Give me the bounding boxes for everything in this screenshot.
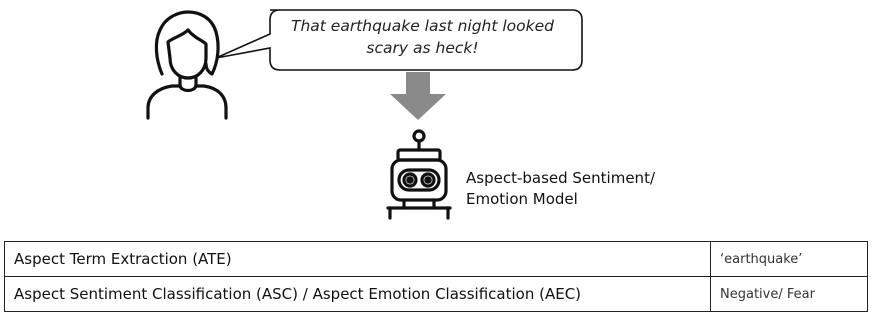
- speech-bubble: [215, 9, 583, 71]
- person-icon: [146, 10, 228, 120]
- speech-text: That earthquake last night looked scary …: [270, 15, 575, 59]
- speech-text-line2: scary as heck!: [366, 39, 479, 57]
- model-label-line2: Emotion Model: [466, 190, 578, 208]
- table-row: Aspect Term Extraction (ATE) ‘earthquake…: [4, 241, 868, 277]
- arrow-down-icon: [390, 72, 446, 120]
- tasks-table: Aspect Term Extraction (ATE) ‘earthquake…: [4, 241, 868, 312]
- model-label: Aspect-based Sentiment/ Emotion Model: [466, 168, 696, 210]
- speech-text-line1: That earthquake last night looked: [290, 17, 554, 35]
- model-label-line1: Aspect-based Sentiment/: [466, 169, 656, 187]
- task-result: Negative/ Fear: [710, 276, 868, 312]
- robot-icon: [386, 129, 452, 220]
- task-name: Aspect Sentiment Classification (ASC) / …: [4, 276, 711, 312]
- table-row: Aspect Sentiment Classification (ASC) / …: [4, 276, 868, 312]
- task-name: Aspect Term Extraction (ATE): [4, 241, 711, 277]
- task-result: ‘earthquake’: [710, 241, 868, 277]
